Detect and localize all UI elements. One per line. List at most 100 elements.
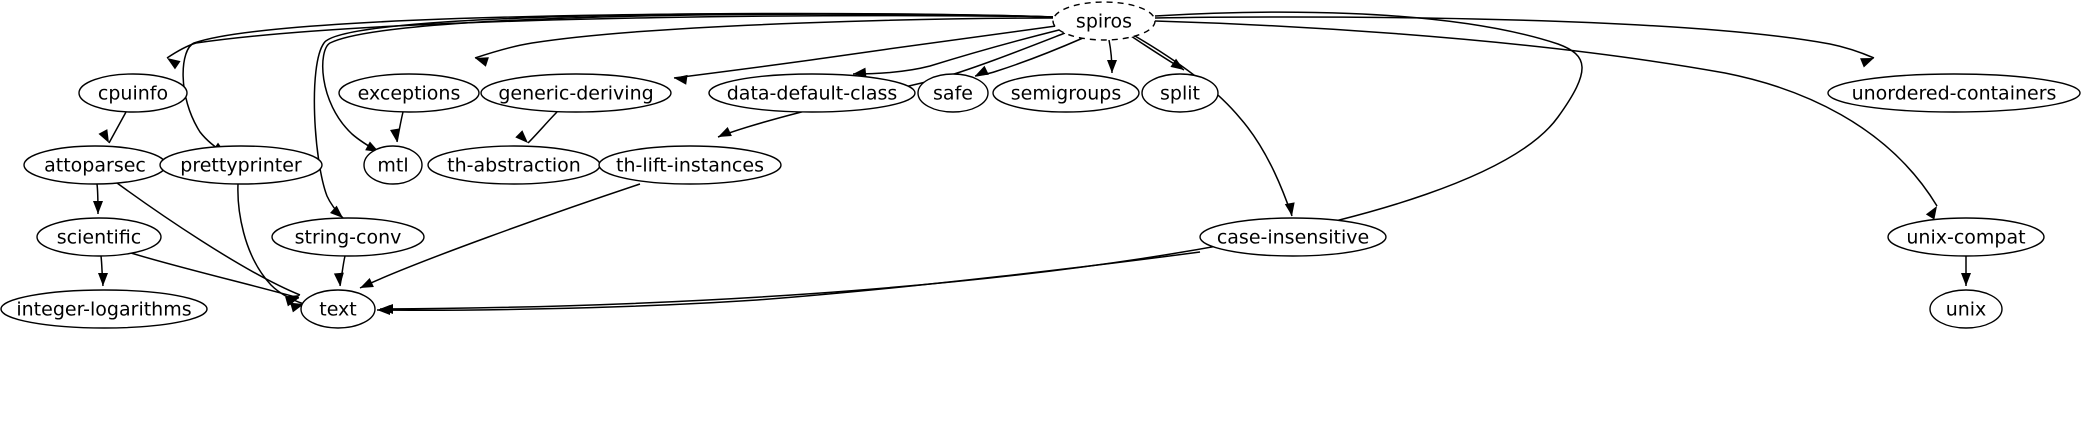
node-ellipse-split[interactable] [1141, 73, 1219, 113]
edge-arrowhead [515, 130, 528, 143]
node-ellipse-generic-deriving[interactable] [480, 73, 672, 113]
node-ellipse-scientific[interactable] [36, 217, 162, 257]
edge-arrowhead [1860, 58, 1874, 68]
edge-arrowhead [290, 302, 304, 313]
node-generic-deriving[interactable]: generic-deriving [480, 73, 672, 113]
edge-spiros-data-default-class [852, 29, 1060, 78]
node-ellipse-cpuinfo[interactable] [78, 73, 188, 113]
node-unix-compat[interactable]: unix-compat [1887, 217, 2045, 257]
edge-spiros-unix-compat [1154, 20, 1938, 220]
edge-arrowhead [1284, 202, 1295, 216]
node-ellipse-spiros[interactable] [1052, 1, 1156, 41]
edge-arrowhead [98, 129, 109, 143]
edge-exceptions-mtl [390, 111, 404, 143]
edge-scientific-text [130, 252, 300, 307]
edge-arrowhead [475, 57, 489, 67]
edge-cpuinfo-attoparsec [98, 111, 127, 144]
edge-line [852, 29, 1060, 75]
edge-line [673, 25, 1057, 79]
edge-th-lift-instances-text [359, 183, 641, 289]
edge-arrowhead [285, 296, 299, 307]
edge-spiros-unordered-containers [1154, 16, 1875, 68]
edge-arrowhead [333, 272, 344, 286]
edge-line [116, 182, 301, 296]
edge-arrowhead [93, 201, 103, 214]
node-data-default-class[interactable]: data-default-class [708, 73, 916, 113]
edge-line [359, 183, 641, 289]
node-ellipse-th-lift-instances[interactable] [598, 145, 782, 185]
node-unix[interactable]: unix [1929, 289, 2003, 329]
edge-line [974, 37, 1084, 77]
node-spiros[interactable]: spiros [1052, 1, 1156, 41]
edge-line [1134, 35, 1293, 217]
node-th-lift-instances[interactable]: th-lift-instances [598, 145, 782, 185]
edge-arrowhead [1925, 206, 1937, 220]
node-ellipse-unix-compat[interactable] [1887, 217, 2045, 257]
node-ellipse-integer-logarithms[interactable] [0, 289, 208, 329]
edge-spiros-cpuinfo [166, 14, 1054, 70]
edge-generic-deriving-th-abstraction [515, 111, 558, 144]
node-ellipse-data-default-class[interactable] [708, 73, 916, 113]
edge-spiros-split [1130, 35, 1185, 71]
edge-line [313, 12, 1054, 219]
edge-arrowhead [853, 67, 867, 78]
node-safe[interactable]: safe [917, 73, 989, 113]
node-ellipse-th-abstraction[interactable] [427, 145, 601, 185]
edge-arrowhead [98, 273, 108, 286]
edge-arrowhead [718, 126, 732, 137]
edge-spiros-generic-deriving [673, 25, 1057, 85]
node-ellipse-semigroups[interactable] [992, 73, 1140, 113]
edge-line [1154, 16, 1875, 59]
node-ellipse-unordered-containers[interactable] [1827, 73, 2081, 113]
edge-arrowhead [167, 58, 181, 70]
edge-line [474, 17, 1054, 59]
edge-attoparsec-scientific [93, 183, 103, 215]
edge-arrowhead [377, 305, 390, 315]
edge-spiros-case-insensitive [1134, 35, 1295, 217]
edge-spiros-safe [974, 37, 1084, 77]
node-integer-logarithms[interactable]: integer-logarithms [0, 289, 208, 329]
node-th-abstraction[interactable]: th-abstraction [427, 145, 601, 185]
edge-layer [93, 11, 1971, 315]
edge-spiros-exceptions [474, 17, 1054, 67]
edge-line [108, 111, 127, 144]
edge-line [527, 111, 558, 144]
node-scientific[interactable]: scientific [36, 217, 162, 257]
edge-unix-compat-unix [1961, 256, 1971, 286]
edge-arrowhead [1961, 273, 1971, 286]
node-semigroups[interactable]: semigroups [992, 73, 1140, 113]
node-ellipse-mtl[interactable] [363, 145, 423, 185]
node-attoparsec[interactable]: attoparsec [23, 145, 167, 185]
node-ellipse-prettyprinter[interactable] [159, 145, 323, 185]
node-cpuinfo[interactable]: cpuinfo [78, 73, 188, 113]
node-prettyprinter[interactable]: prettyprinter [159, 145, 323, 185]
node-string-conv[interactable]: string-conv [271, 217, 425, 257]
node-unordered-containers[interactable]: unordered-containers [1827, 73, 2081, 113]
node-ellipse-case-insensitive[interactable] [1199, 217, 1387, 257]
edge-arrowhead [975, 65, 989, 76]
node-text[interactable]: text [300, 289, 376, 329]
node-ellipse-attoparsec[interactable] [23, 145, 167, 185]
edge-arrowhead [360, 277, 374, 288]
edge-string-conv-text [333, 255, 346, 287]
node-ellipse-safe[interactable] [917, 73, 989, 113]
edge-arrowhead [674, 74, 688, 85]
node-mtl[interactable]: mtl [363, 145, 423, 185]
node-ellipse-unix[interactable] [1929, 289, 2003, 329]
edge-arrowhead [1107, 60, 1117, 73]
node-split[interactable]: split [1141, 73, 1219, 113]
node-exceptions[interactable]: exceptions [338, 73, 480, 113]
edge-case-insensitive-text [376, 251, 1201, 315]
node-ellipse-text[interactable] [300, 289, 376, 329]
edge-arrowhead [1170, 58, 1184, 70]
edge-line [1154, 20, 1938, 207]
node-ellipse-exceptions[interactable] [338, 73, 480, 113]
node-case-insensitive[interactable]: case-insensitive [1199, 217, 1387, 257]
node-ellipse-string-conv[interactable] [271, 217, 425, 257]
edge-line [130, 252, 300, 299]
edge-spiros-semigroups [1107, 39, 1117, 74]
edge-arrowhead [329, 205, 343, 218]
